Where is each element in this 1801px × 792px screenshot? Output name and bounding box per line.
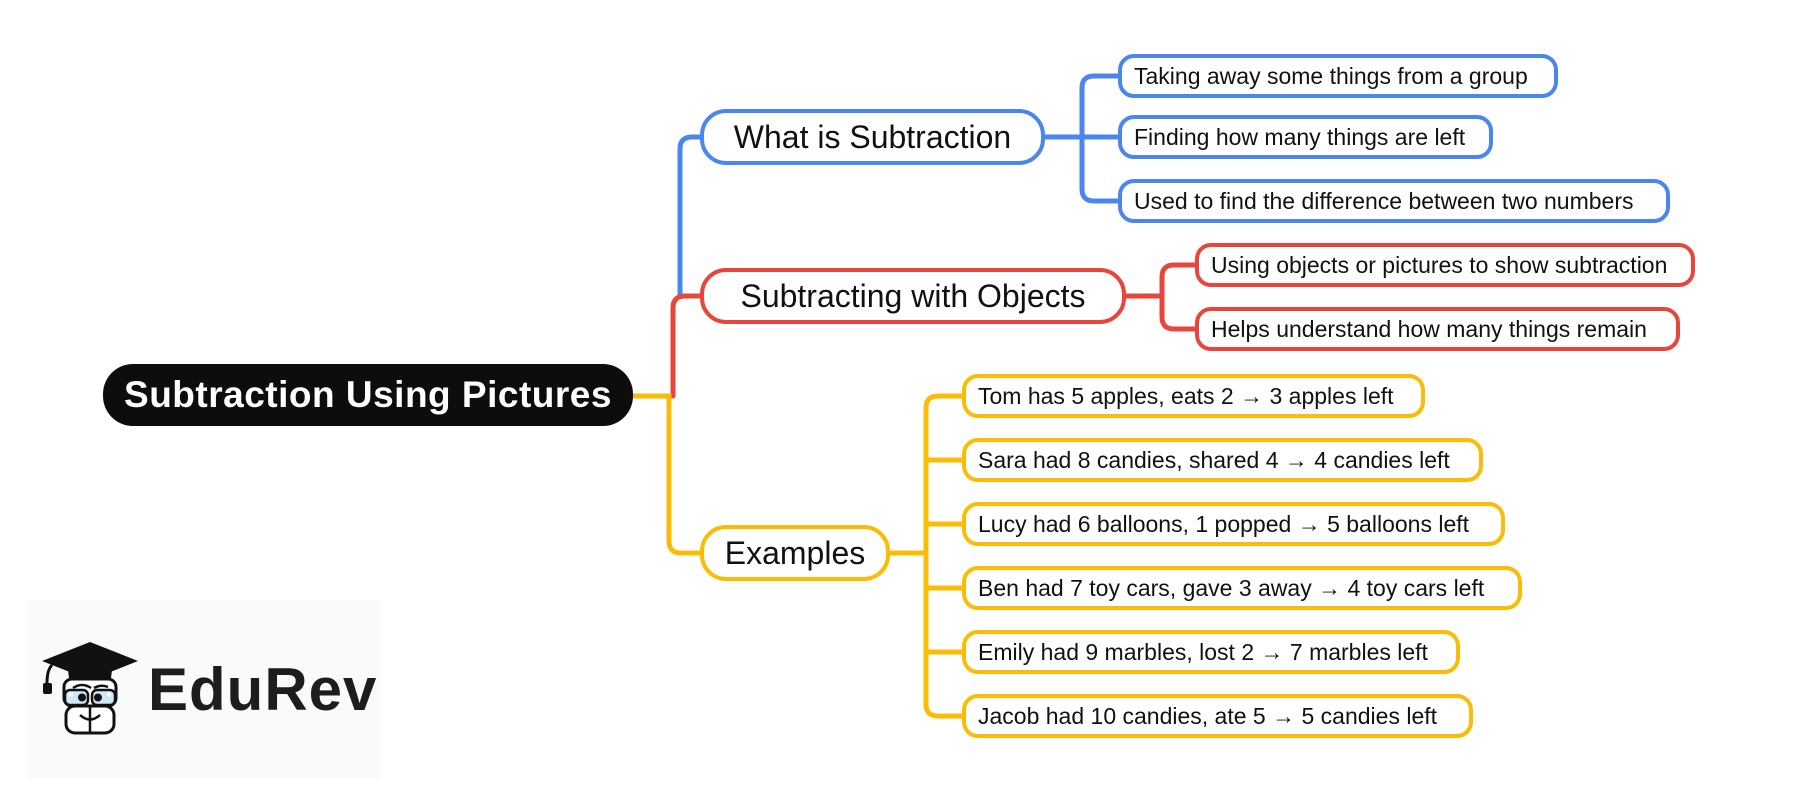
branch-node-subtracting-with-objects: Subtracting with Objects: [700, 268, 1126, 324]
edurev-logo: EduRev: [28, 600, 380, 778]
connector-yellow-child-1: [923, 393, 965, 556]
leaf-node-example-sara: Sara had 8 candies, shared 4 → 4 candies…: [962, 438, 1483, 482]
leaf-node-difference: Used to find the difference between two …: [1118, 179, 1670, 223]
leaf-node-example-emily: Emily had 9 marbles, lost 2 → 7 marbles …: [962, 630, 1460, 674]
connector-yellow-trunk: [630, 393, 703, 556]
leaf-node-example-lucy: Lucy had 6 balloons, 1 popped → 5 balloo…: [962, 502, 1505, 546]
connector-yellow-child-6: [923, 550, 965, 719]
leaf-node-example-ben: Ben had 7 toy cars, gave 3 away → 4 toy …: [962, 566, 1522, 610]
connector-blue-child-bottom: [1079, 134, 1121, 204]
connector-blue-trunk: [677, 134, 703, 299]
leaf-node-helps-understand: Helps understand how many things remain: [1195, 307, 1680, 351]
connector-red-trunk: [670, 293, 703, 399]
connector-red-child-bottom: [1159, 293, 1198, 332]
connector-blue-child-top: [1079, 73, 1121, 140]
leaf-node-finding-left: Finding how many things are left: [1118, 115, 1493, 159]
edurev-brand-text: EduRev: [148, 655, 378, 723]
branch-node-what-is-subtraction: What is Subtraction: [700, 109, 1045, 165]
edurev-mascot-icon: [42, 642, 138, 735]
leaf-node-example-tom: Tom has 5 apples, eats 2 → 3 apples left: [962, 374, 1425, 418]
leaf-node-example-jacob: Jacob had 10 candies, ate 5 → 5 candies …: [962, 694, 1473, 738]
connector-red-child-top: [1159, 262, 1198, 299]
leaf-node-using-objects: Using objects or pictures to show subtra…: [1195, 243, 1695, 287]
root-node-title: Subtraction Using Pictures: [103, 364, 633, 426]
branch-node-examples: Examples: [700, 525, 890, 581]
leaf-node-taking-away: Taking away some things from a group: [1118, 54, 1558, 98]
